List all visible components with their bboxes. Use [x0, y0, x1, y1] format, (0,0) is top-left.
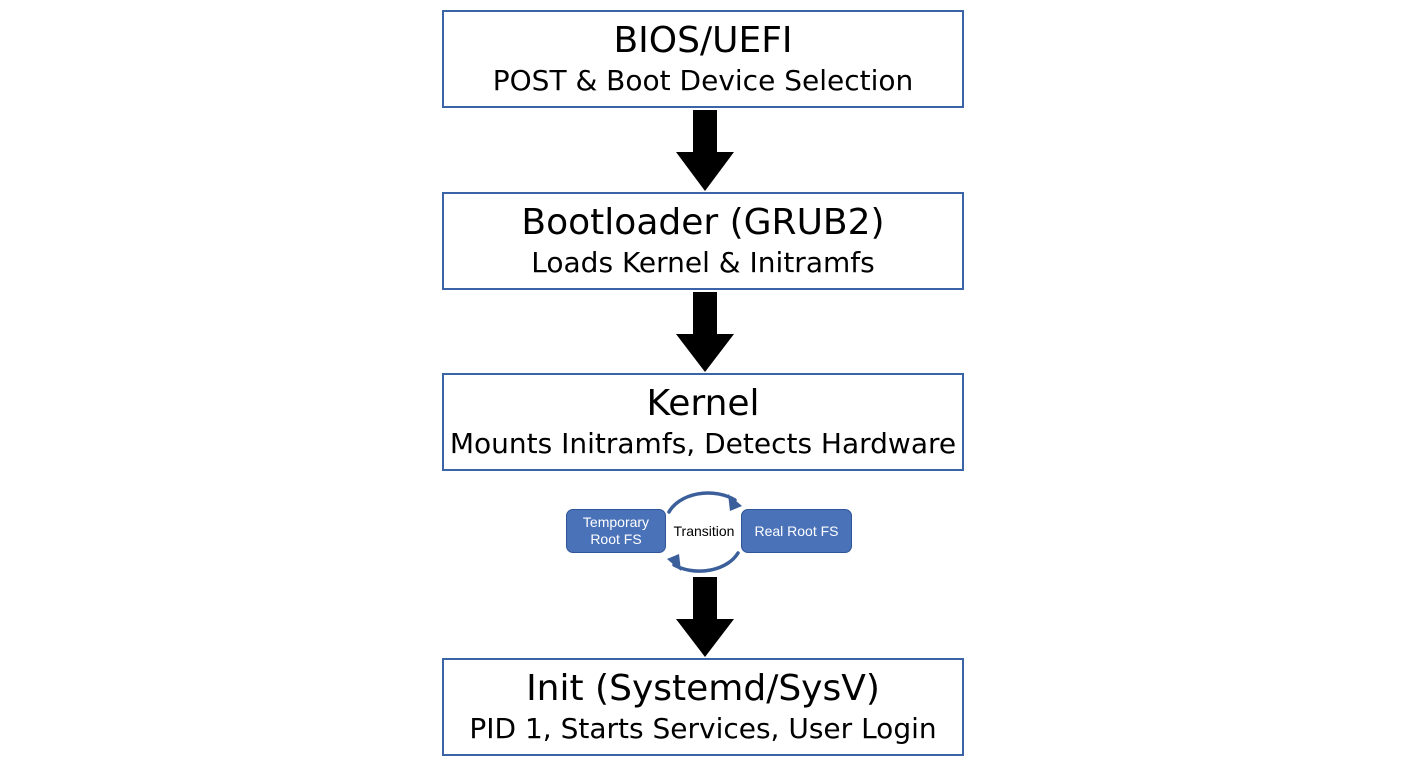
step-title: Kernel: [646, 383, 760, 424]
step-subtitle: POST & Boot Device Selection: [492, 64, 914, 97]
transition-label: Transition: [673, 523, 735, 539]
down-arrow-icon: [676, 577, 734, 657]
down-arrow-icon: [676, 292, 734, 372]
step-title: Init (Systemd/SysV): [526, 668, 880, 709]
step-init: Init (Systemd/SysV) PID 1, Starts Servic…: [442, 658, 964, 756]
step-subtitle: Loads Kernel & Initramfs: [531, 246, 875, 279]
step-kernel: Kernel Mounts Initramfs, Detects Hardwar…: [442, 373, 964, 471]
step-bootloader: Bootloader (GRUB2) Loads Kernel & Initra…: [442, 192, 964, 290]
step-bios-uefi: BIOS/UEFI POST & Boot Device Selection: [442, 10, 964, 108]
temporary-root-fs-box: Temporary Root FS: [566, 509, 666, 553]
step-title: Bootloader (GRUB2): [521, 202, 885, 243]
real-root-fs-box: Real Root FS: [741, 509, 852, 553]
step-title: BIOS/UEFI: [613, 20, 793, 61]
step-subtitle: PID 1, Starts Services, User Login: [469, 712, 937, 745]
step-subtitle: Mounts Initramfs, Detects Hardware: [449, 427, 957, 460]
down-arrow-icon: [676, 110, 734, 191]
